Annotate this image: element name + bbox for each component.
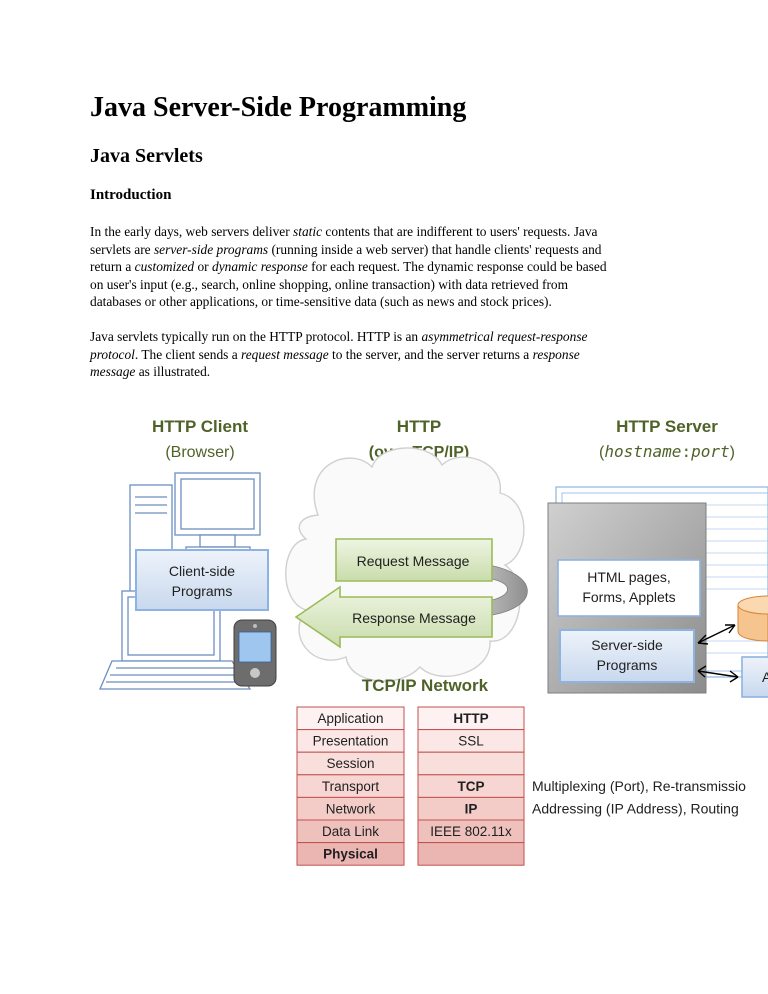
- section-heading: Java Servlets: [90, 145, 203, 167]
- protocol-name: IEEE 802.11x: [430, 824, 512, 839]
- text-run: . The client sends a: [134, 346, 241, 362]
- text-line: databases or other applications, or time…: [90, 294, 552, 310]
- text-line: In the early days, web servers deliver s…: [90, 223, 690, 241]
- intro-paragraph: In the early days, web servers deliver s…: [90, 223, 690, 311]
- emphasis: response: [532, 346, 580, 362]
- text-run: as illustrated.: [135, 364, 211, 380]
- response-label: Response Message: [352, 610, 476, 626]
- client-box-line1: Client-side: [169, 563, 235, 579]
- layer-name: Data Link: [322, 824, 379, 839]
- emphasis: server-side programs: [153, 241, 269, 257]
- text-run: servlets are: [90, 241, 154, 257]
- protocol-cell: [417, 751, 525, 776]
- colon-text: :: [681, 442, 691, 461]
- layer-name: Session: [326, 756, 374, 771]
- database-icon: [737, 595, 768, 642]
- text-run: In the early days, web servers deliver: [90, 224, 294, 239]
- layer-name: Physical: [323, 847, 378, 862]
- emphasis: customized: [134, 259, 195, 275]
- client-box-line2: Programs: [172, 583, 233, 599]
- layer-name: Transport: [322, 779, 380, 794]
- subsection-heading: Introduction: [90, 187, 172, 203]
- application-box: A: [741, 656, 768, 698]
- text-run: Java servlets typically run on the HTTP …: [90, 329, 422, 344]
- page-title: Java Server-Side Programming: [90, 92, 467, 123]
- emphasis: request message: [241, 346, 329, 362]
- server-subtitle: (hostname:port): [599, 442, 735, 461]
- protocol-name: SSL: [458, 734, 484, 749]
- text-line: Java servlets typically run on the HTTP …: [90, 328, 690, 346]
- layer-name: Application: [317, 711, 383, 726]
- emphasis: message: [90, 364, 136, 380]
- paren-close: ): [730, 444, 735, 461]
- emphasis: asymmetrical request-response: [421, 329, 588, 344]
- text-line: servlets are server-side programs (runni…: [90, 241, 690, 259]
- text-run: to the server, and the server returns a: [328, 346, 533, 362]
- text-run: return a: [90, 259, 135, 275]
- connector-arrows: [697, 624, 739, 683]
- layer-note: Addressing (IP Address), Routing: [532, 800, 739, 816]
- http-paragraph: Java servlets typically run on the HTTP …: [90, 328, 690, 381]
- text-line: protocol. The client sends a request mes…: [90, 346, 690, 364]
- text-line: return a customized or dynamic response …: [90, 258, 690, 276]
- server-title: HTTP Server: [616, 417, 718, 436]
- text-run: contents that are indifferent to users' …: [322, 224, 598, 239]
- emphasis: dynamic response: [212, 259, 308, 275]
- paren-open: (: [599, 444, 605, 461]
- request-message-arrow: Request Message: [335, 538, 493, 582]
- network-title: TCP/IP Network: [362, 676, 489, 695]
- client-subtitle: (Browser): [165, 444, 234, 461]
- request-label: Request Message: [357, 553, 470, 569]
- layer-name: Presentation: [313, 734, 389, 749]
- emphasis: static: [293, 224, 323, 239]
- layer-note: Multiplexing (Port), Re-transmissio: [532, 778, 746, 794]
- protocol-name: IP: [465, 801, 478, 816]
- osi-layer-table: Application HTTP Presentation SSL SessionTra…: [296, 706, 746, 866]
- hostname-text: hostname: [604, 442, 681, 461]
- html-pages-box: HTML pages, Forms, Applets: [557, 559, 701, 617]
- html-box-line2: Forms, Applets: [582, 589, 675, 605]
- http-title: HTTP: [397, 417, 441, 436]
- protocol-name: TCP: [458, 779, 485, 794]
- client-side-programs-box: Client-side Programs: [135, 549, 269, 611]
- client-title: HTTP Client: [152, 417, 248, 436]
- html-box-line1: HTML pages,: [587, 569, 671, 585]
- protocol-cell: [417, 842, 525, 866]
- text-line: on user's input (e.g., search, online sh…: [90, 276, 569, 292]
- server-box-line1: Server-side: [591, 637, 663, 653]
- smartphone-icon: [233, 619, 277, 687]
- http-architecture-diagram: HTTP Client (Browser) HTTP (over TCP/IP)…: [99, 417, 768, 866]
- application-box-letter: A: [762, 669, 768, 685]
- text-line: message as illustrated.: [90, 363, 690, 381]
- protocol-name: HTTP: [453, 711, 488, 726]
- emphasis: protocol: [90, 346, 135, 362]
- text-run: or: [194, 259, 212, 275]
- response-message-arrow: Response Message: [294, 585, 493, 649]
- layer-name: Network: [326, 801, 376, 816]
- server-side-programs-box: Server-side Programs: [559, 629, 695, 683]
- text-run: (running inside a web server) that handl…: [268, 241, 602, 257]
- text-run: for each request. The dynamic response c…: [307, 259, 607, 275]
- port-text: port: [690, 442, 730, 461]
- layer-cell: [296, 842, 405, 866]
- server-box-line2: Programs: [597, 657, 658, 673]
